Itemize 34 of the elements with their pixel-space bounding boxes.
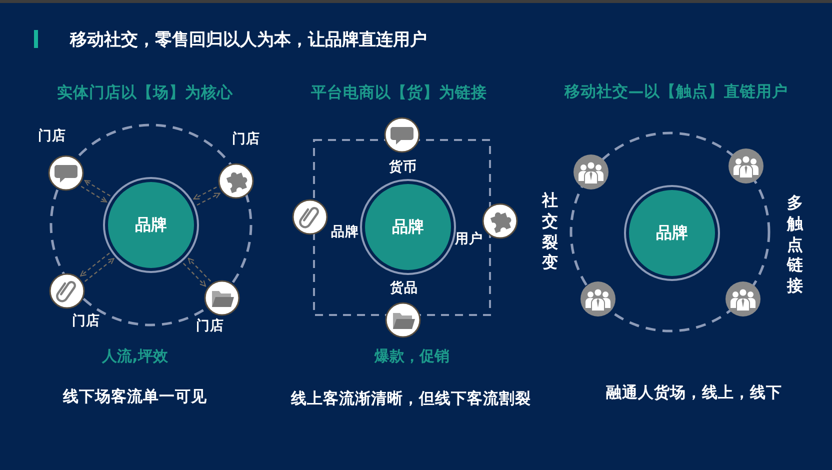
- panel-subtitle: 爆款，促销: [374, 347, 450, 365]
- panel-summary: 融通人货场，线上，线下: [606, 384, 782, 402]
- arrow: [84, 180, 111, 196]
- slide-title: 移动社交，零售回归以人为本，让品牌直连用户: [70, 30, 427, 50]
- node-label: 门店: [232, 130, 260, 148]
- arrow: [84, 258, 114, 282]
- node-label: 门店: [38, 128, 66, 144]
- panel-summary: 线上客流渐清晰，但线下客流割裂: [291, 390, 531, 408]
- panel-summary: 线下场客流单一可见: [63, 388, 207, 406]
- side-caption: 多触点链接: [787, 193, 803, 297]
- hub-circle: 品牌: [360, 179, 456, 275]
- people-group-icon: [728, 148, 764, 184]
- node-label: 货币: [389, 158, 417, 176]
- people-group-icon: [580, 281, 616, 317]
- arrow: [193, 186, 217, 200]
- panel-heading: 移动社交—以【触点】直链用户: [564, 82, 788, 102]
- side-caption: 社交裂变: [542, 190, 558, 274]
- people-group-icon: [573, 154, 609, 190]
- arrow: [196, 192, 220, 206]
- arrow: [80, 252, 110, 276]
- hub-circle: 品牌: [624, 185, 720, 281]
- node-label: 门店: [196, 318, 224, 334]
- hub-circle: 品牌: [103, 177, 199, 273]
- arrow: [80, 186, 108, 202]
- arrow: [182, 262, 206, 287]
- arrow: [188, 258, 212, 282]
- node-label: 品牌: [331, 224, 359, 240]
- panel-heading: 平台电商以【货】为链接: [311, 84, 487, 102]
- node-label: 货品: [390, 280, 418, 296]
- panel-heading: 实体门店以【场】为核心: [57, 84, 233, 102]
- people-group-icon: [725, 281, 761, 317]
- node-label: 用户: [455, 230, 483, 248]
- panel-subtitle: 人流,坪效: [102, 347, 168, 365]
- node-label: 门店: [72, 312, 100, 330]
